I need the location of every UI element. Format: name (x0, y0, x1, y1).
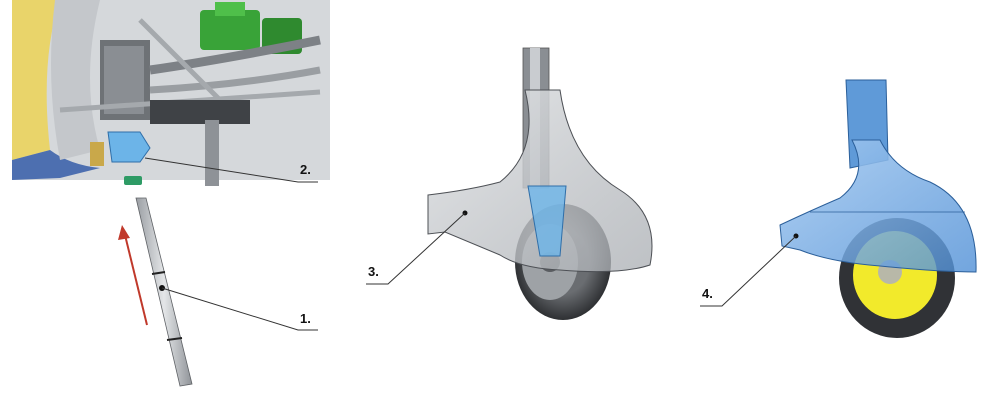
arrow-head (118, 225, 130, 240)
leader-line-3 (366, 212, 466, 285)
bushing (124, 176, 142, 185)
fuselage-blue-stripe (12, 150, 100, 180)
engine-mount-tube-2 (138, 18, 232, 112)
installation-arrow (118, 225, 148, 326)
callout-label-4: 4. (702, 286, 713, 301)
exhaust-stack (205, 120, 219, 186)
leader-line-1 (161, 287, 318, 331)
engine-section-view (12, 0, 330, 186)
callout-label-1: 1. (300, 311, 311, 326)
mount-bolt-housing (90, 142, 104, 166)
fork-bracket (527, 185, 567, 257)
fuselage-yellow-panel (12, 0, 60, 160)
nose-gear-strut (135, 197, 193, 387)
gray-wheel-fairing (427, 89, 653, 273)
engine-pipe (149, 66, 321, 94)
callout-leader-lines (144, 157, 797, 331)
blue-wheel-fairing-view (779, 79, 977, 338)
callout-label-3: 3. (368, 264, 379, 279)
exhaust-pipe (149, 35, 321, 75)
leader-line-4 (700, 235, 797, 307)
gear-leg-mount-bracket (107, 131, 151, 163)
engine-green-component (200, 10, 260, 50)
strut-tube (135, 197, 193, 387)
strut-collar-2 (166, 337, 183, 341)
blue-wheel-fairing (779, 139, 977, 273)
gray-wheel-fairing-view (427, 47, 653, 320)
strut-collar (151, 271, 166, 275)
engine-green-top (215, 2, 245, 16)
fuselage-firewall (51, 0, 100, 160)
oil-sump (150, 100, 250, 124)
callout-label-2: 2. (300, 162, 311, 177)
arrow-shaft (124, 234, 148, 326)
leader-line-2 (144, 157, 318, 183)
